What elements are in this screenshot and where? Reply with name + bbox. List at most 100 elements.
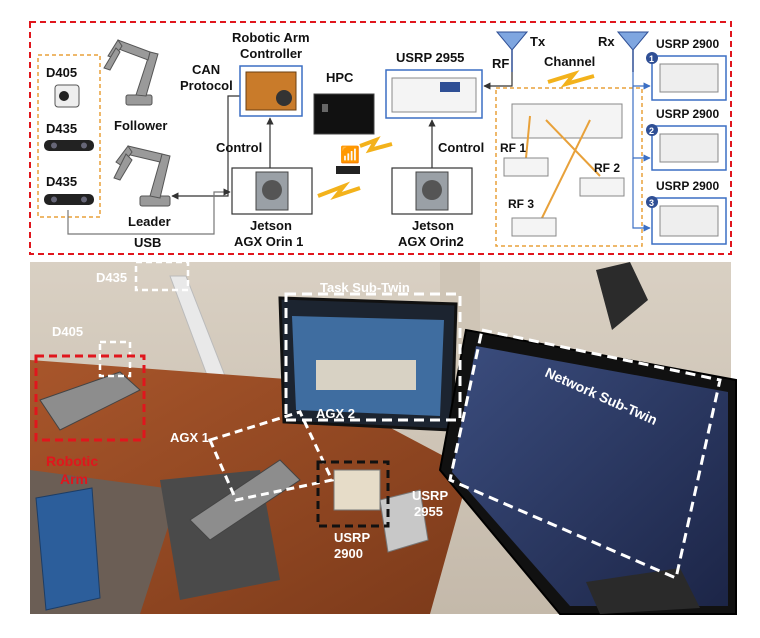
top-diagram: D405 D435 D435 Follower Leader C [29, 21, 732, 255]
channel-link [547, 70, 595, 88]
robotic-arm-highlight [34, 354, 146, 442]
protocol-label: Protocol [180, 78, 233, 93]
rf1-label: RF 1 [500, 141, 526, 155]
usrp2900-device-3 [659, 205, 719, 237]
d435-camera-a [44, 140, 94, 151]
lab-photo: D435 D405 Robotic Arm Task Sub-Twin Netw… [30, 260, 737, 615]
monitor-mount [596, 262, 648, 330]
task-sim-floor [316, 360, 416, 390]
d405-label: D405 [46, 65, 77, 80]
tx-label: Tx [530, 34, 546, 49]
jetson2-fan [422, 180, 442, 200]
agx1-label: AGX 1 [170, 430, 209, 445]
leader-arm [113, 145, 171, 207]
jetson2-label-1: Jetson [412, 218, 454, 233]
usb-label: USB [134, 235, 161, 250]
wireless-link-jetson [317, 181, 361, 201]
agx2-label: AGX 2 [316, 406, 355, 421]
rx-label: Rx [598, 34, 615, 49]
wireless-link-hpc [359, 136, 393, 154]
usrp2955-photo-device [379, 489, 429, 553]
robot-arm-front [189, 459, 301, 541]
network-monitor-screen [452, 346, 728, 606]
usrp2900-photo-label-2: 2900 [334, 546, 363, 561]
follower-arm [103, 39, 159, 106]
channel-emulator-frame [495, 87, 643, 247]
usrp2900-badge-text-2: 2 [649, 126, 654, 136]
channel-label: Channel [544, 54, 595, 69]
usrp2955-device [391, 77, 477, 113]
usrp2900-badge-2 [646, 124, 658, 136]
usrp2900-device-1 [659, 63, 719, 93]
usrp2955-photo-label-2: 2955 [414, 504, 443, 519]
usrp2900-label-3: USRP 2900 [656, 179, 719, 193]
tx-antenna-icon [495, 31, 529, 51]
rf3-device [511, 217, 557, 237]
usrp2900-device-2 [659, 133, 719, 163]
rf-cable-3 [539, 119, 591, 223]
control-label-right: Control [438, 140, 484, 155]
agx1-highlight [207, 410, 335, 502]
usrp2900-badge-1 [646, 52, 658, 64]
router-box [336, 166, 360, 174]
can-link-line [171, 95, 240, 200]
usrp2900-unit-3: USRP 2900 3 [646, 179, 727, 245]
hpc-box [313, 93, 375, 135]
controller-label-2: Controller [240, 46, 302, 61]
usrp2955-panel [440, 82, 460, 92]
usrp2900-label-1: USRP 2900 [656, 37, 719, 51]
can-label: CAN [192, 62, 220, 77]
usrp2900-unit-2: USRP 2900 2 [646, 107, 727, 171]
usrp2900-badge-text-1: 1 [649, 54, 654, 64]
d435-lens-a2 [81, 142, 87, 149]
rf1-device [503, 157, 549, 177]
leader-label: Leader [128, 214, 171, 229]
controller-label-1: Robotic Arm [232, 30, 310, 45]
wifi-icon: 📶 [340, 145, 360, 164]
rf-link-line [483, 72, 513, 90]
controller-fan [276, 90, 292, 106]
rf-cable-1 [525, 115, 531, 159]
task-twin-label: Task Sub-Twin [320, 280, 410, 295]
keyboard [586, 568, 700, 614]
jetson1-label-1: Jetson [250, 218, 292, 233]
rf3-label: RF 3 [508, 197, 534, 211]
usrp2900-badge-text-3: 3 [649, 198, 654, 208]
task-twin-highlight [284, 292, 462, 422]
d405-photo-label: D405 [52, 324, 83, 339]
rx-link-3 [632, 158, 651, 232]
trash-can [35, 487, 101, 611]
sensor-group-frame [37, 54, 101, 218]
d405-lens [59, 91, 69, 101]
d435-camera-b [44, 194, 94, 205]
rf-cable-2 [545, 119, 601, 177]
robotic-arm-label-1: Robotic [46, 453, 98, 469]
jetson1-fan [262, 180, 282, 200]
d405-highlight [98, 340, 132, 378]
usrp2900-unit-1: USRP 2900 1 [646, 37, 727, 101]
control-label-left: Control [216, 140, 262, 155]
jetson2-label-2: AGX Orin2 [398, 234, 464, 249]
jetson1-label-2: AGX Orin 1 [234, 234, 303, 249]
usrp2900-photo-label-1: USRP [334, 530, 370, 545]
d435-lens-b2 [81, 196, 87, 203]
d435-label-a: D435 [46, 121, 77, 136]
usrp2900-badge-3 [646, 196, 658, 208]
d435-lens-a [51, 142, 57, 149]
usrp2955-label: USRP 2955 [396, 50, 464, 65]
usrp2955-photo-label-1: USRP [412, 488, 448, 503]
usrp2900-photo-device [333, 469, 381, 511]
rf-label: RF [492, 56, 509, 71]
robot-arm-left [39, 371, 141, 431]
follower-label: Follower [114, 118, 167, 133]
usrp2900-label-2: USRP 2900 [656, 107, 719, 121]
hpc-logo [322, 104, 328, 112]
usrp2900-highlight [316, 460, 390, 528]
robotic-arm-label-2: Arm [60, 471, 88, 487]
d435-lens-b [51, 196, 57, 203]
hpc-label: HPC [326, 70, 354, 85]
rx-antenna-icon [616, 31, 650, 51]
usb-link-line [67, 188, 231, 235]
rf2-device [579, 177, 625, 197]
network-twin-highlight [448, 328, 722, 581]
